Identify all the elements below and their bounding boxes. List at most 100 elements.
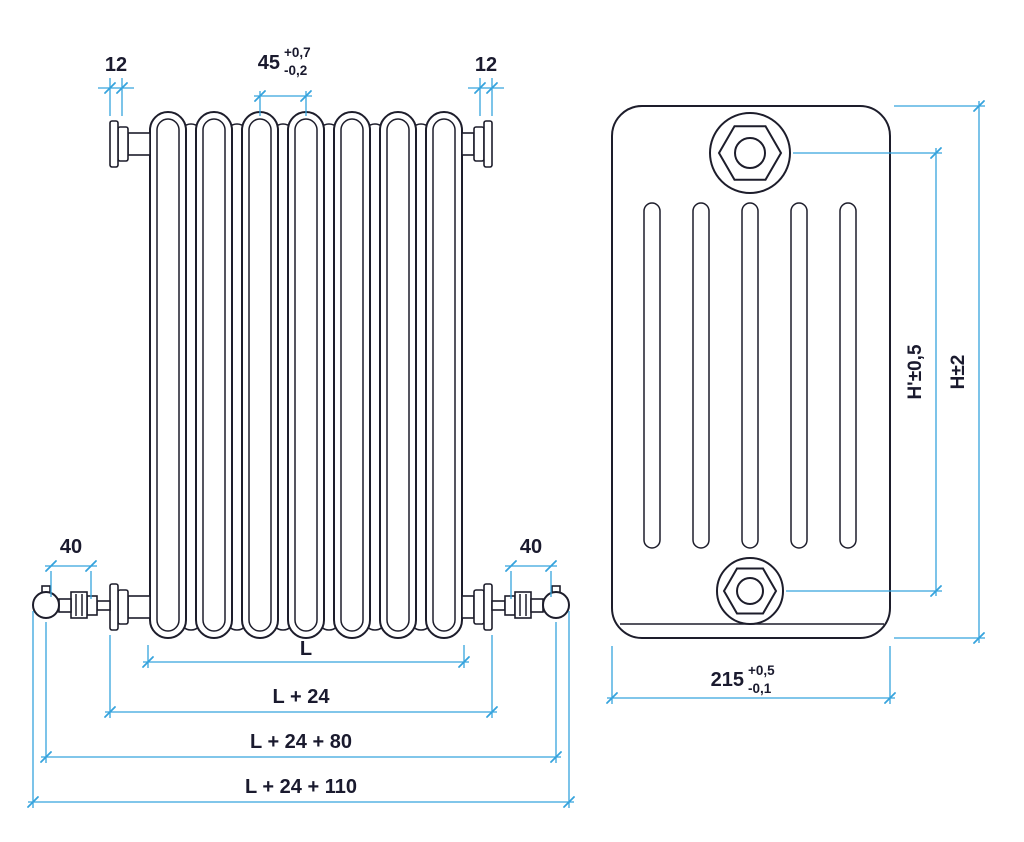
- valve-stem: [58, 598, 72, 613]
- front-tube: [149, 111, 187, 639]
- plug-body: [117, 126, 129, 162]
- dim-length-24-label: L + 24: [273, 686, 331, 708]
- dim-length-24-110: L + 24 + 110: [27, 611, 575, 808]
- dim-tick: [27, 796, 39, 808]
- plug-flange: [109, 583, 119, 631]
- side-slots: [643, 202, 857, 549]
- tapping-hex: [717, 125, 783, 181]
- dim-tick: [474, 82, 486, 94]
- dim-tick: [116, 82, 128, 94]
- front-tube: [379, 111, 417, 639]
- dim-valve-right-label: 40: [520, 536, 542, 558]
- dim-pitch-label: 45: [258, 52, 280, 74]
- dim-pipe-centres: H'±0,5: [786, 147, 942, 597]
- dim-tab-left: 12: [98, 54, 134, 116]
- dim-tick: [486, 706, 498, 718]
- front-tube-inner: [202, 118, 226, 632]
- front-tube-inner: [340, 118, 364, 632]
- front-tube: [241, 111, 279, 639]
- side-slot: [790, 202, 808, 549]
- dim-tick: [142, 656, 154, 668]
- plug-neck: [127, 132, 151, 156]
- dim-pitch-tol-plus: +0,7: [284, 45, 311, 60]
- dim-tick: [545, 560, 557, 572]
- plug-bottom-right: [461, 583, 493, 631]
- side-slot: [692, 202, 710, 549]
- dim-tab-right-label: 12: [475, 54, 497, 76]
- front-tube-inner: [156, 118, 180, 632]
- dim-length: L: [142, 638, 470, 668]
- valve-bottom-right: [491, 585, 570, 619]
- valve-union-nut: [514, 591, 532, 619]
- plug-flange: [483, 120, 493, 168]
- dim-tick: [254, 90, 266, 102]
- side-view: H'±0,5 H±2 215 +0,5 -0,1: [606, 100, 985, 704]
- dim-length-24-80-label: L + 24 + 80: [250, 731, 352, 753]
- plug-neck: [127, 595, 151, 619]
- side-slot: [643, 202, 661, 549]
- bottom-tapping: [716, 557, 784, 625]
- valve-union-nut: [70, 591, 88, 619]
- front-tube: [333, 111, 371, 639]
- dim-depth-label: 215: [711, 669, 744, 691]
- dim-length-24: L + 24: [104, 635, 498, 718]
- front-tube-inner: [294, 118, 318, 632]
- dim-tick: [606, 692, 618, 704]
- front-tube-inner: [432, 118, 456, 632]
- dim-valve-right: 40: [505, 536, 557, 599]
- dim-tick: [930, 585, 942, 597]
- dim-pitch-tol-minus: -0,2: [284, 63, 307, 78]
- dim-tick: [300, 90, 312, 102]
- dim-height-label: H±2: [948, 355, 969, 390]
- plug-flange: [483, 583, 493, 631]
- plug-flange: [109, 120, 119, 168]
- dim-tick: [45, 560, 57, 572]
- valve-bottom-left: [32, 585, 111, 619]
- front-tube: [287, 111, 325, 639]
- front-view: 12 45 +0,7 -0,2 12: [27, 45, 575, 808]
- tapping-bore: [736, 577, 764, 605]
- valve-collar: [504, 595, 516, 616]
- valve-ball: [32, 591, 60, 619]
- valve-collar: [86, 595, 98, 616]
- dim-valve-left-label: 40: [60, 536, 82, 558]
- dim-height: H±2: [894, 100, 985, 644]
- plug-body: [473, 126, 485, 162]
- dim-depth-tol-plus: +0,5: [748, 663, 775, 678]
- valve-pipe: [96, 600, 111, 611]
- dim-tab-left-label: 12: [105, 54, 127, 76]
- dim-valve-left: 40: [45, 536, 97, 599]
- dim-tab-right: 12: [468, 54, 504, 116]
- dim-tick: [104, 82, 116, 94]
- dim-tick: [884, 692, 896, 704]
- dim-tick: [40, 751, 52, 763]
- dim-tick: [973, 100, 985, 112]
- dim-length-label: L: [300, 638, 312, 660]
- top-tapping: [709, 112, 791, 194]
- dim-tick: [930, 147, 942, 159]
- front-tube: [425, 111, 463, 639]
- dim-tick: [973, 632, 985, 644]
- dim-tick: [550, 751, 562, 763]
- tapping-boss: [709, 112, 791, 194]
- dim-tick: [505, 560, 517, 572]
- plug-neck: [461, 595, 475, 619]
- dim-length-24-110-label: L + 24 + 110: [245, 776, 357, 798]
- valve-pipe: [491, 600, 506, 611]
- side-slot: [839, 202, 857, 549]
- plug-top-right: [461, 120, 493, 168]
- dim-pitch: 45 +0,7 -0,2: [254, 45, 312, 116]
- dim-pipe-centres-label: H'±0,5: [905, 344, 926, 400]
- dim-tick: [104, 706, 116, 718]
- valve-stem: [530, 598, 544, 613]
- plug-body: [117, 589, 129, 625]
- side-body: [611, 105, 891, 639]
- dim-tick: [85, 560, 97, 572]
- plug-bottom-left: [109, 583, 151, 631]
- front-tube-inner: [386, 118, 410, 632]
- dim-depth: 215 +0,5 -0,1: [606, 646, 896, 704]
- front-tube: [195, 111, 233, 639]
- valve-ball: [542, 591, 570, 619]
- plug-neck: [461, 132, 475, 156]
